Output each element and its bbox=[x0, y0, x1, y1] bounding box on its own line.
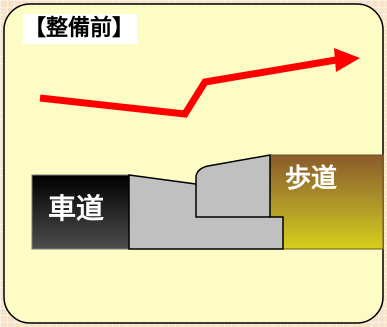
travel-path-line bbox=[39, 56, 337, 118]
right-arrow-icon bbox=[334, 48, 360, 72]
panel-title: 【整備前】 bbox=[23, 14, 138, 44]
sidewalk-label: 歩道 bbox=[285, 164, 338, 194]
curb-step-line bbox=[195, 184, 270, 218]
roadway-block bbox=[31, 174, 130, 250]
roadway-label: 車道 bbox=[48, 192, 105, 225]
curb-shape bbox=[128, 154, 284, 250]
